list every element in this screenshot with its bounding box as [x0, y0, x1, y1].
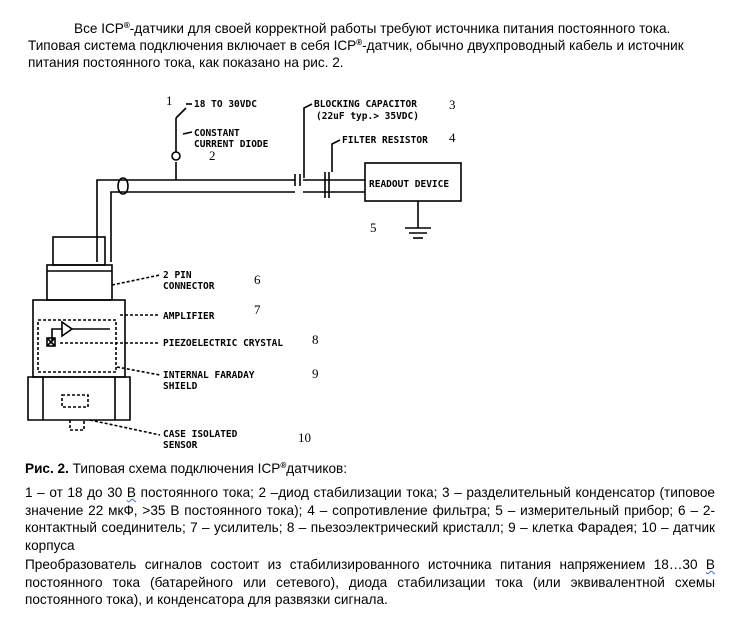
label-connector-1: 2 PIN [163, 270, 192, 281]
paragraph-text-2: постоянного тока (батарейного или сетево… [25, 574, 715, 608]
label-amplifier: AMPLIFIER [163, 311, 215, 322]
label-shield-2: SHIELD [163, 381, 198, 392]
diode-symbol [171, 151, 181, 161]
figure-caption: Рис. 2. Типовая схема подключения ICP®да… [25, 461, 347, 476]
label-readout: READOUT DEVICE [369, 179, 449, 190]
label-connector-2: CONNECTOR [163, 281, 215, 292]
label-capacitor-1: BLOCKING CAPACITOR [314, 99, 417, 110]
registered-mark: ® [280, 461, 287, 470]
caption-text: Типовая схема подключения ICP [68, 461, 281, 476]
intro-text-3: -датчик, обычно двухпроводный кабель и и… [28, 38, 684, 70]
intro-text-1: Все ICP [74, 21, 124, 36]
ref-number: 1 [166, 93, 173, 108]
legend-text-2: постоянного тока; 2 –диод стабилизации т… [25, 485, 715, 553]
ref-number: 8 [312, 332, 319, 347]
cable-outer [96, 179, 295, 262]
label-filter: FILTER RESISTOR [342, 135, 428, 146]
spellcheck-word: В [126, 485, 136, 500]
registered-mark: ® [123, 21, 130, 30]
intro-text-2: -датчики для своей корректной работы тре… [28, 21, 671, 53]
caption-tail: датчиков: [286, 461, 348, 476]
ref-number: 7 [254, 302, 261, 317]
label-case-1: CASE ISOLATED [163, 429, 238, 440]
paragraph-text-1: Преобразователь сигналов состоит из стаб… [25, 557, 706, 572]
label-supply: 18 TO 30VDC [194, 99, 257, 110]
label-case-2: SENSOR [163, 440, 198, 451]
registered-mark: ® [356, 38, 363, 47]
ref-number: 9 [312, 366, 319, 381]
ref-number: 10 [298, 430, 311, 445]
cable-ring [117, 177, 129, 195]
caption-label: Рис. 2. [25, 461, 69, 476]
readout-device-box [364, 162, 462, 202]
label-shield-1: INTERNAL FARADAY [163, 370, 255, 381]
ref-number: 4 [449, 130, 456, 145]
label-piezo: PIEZOELECTRIC CRYSTAL [163, 338, 283, 349]
figure-legend: 1 – от 18 до 30 В постоянного тока; 2 –д… [25, 484, 715, 554]
ref-number: 2 [209, 148, 216, 163]
label-diode-1: CONSTANT [194, 128, 240, 139]
spellcheck-word: В [705, 557, 715, 572]
cable-inner [110, 191, 295, 262]
ref-number: 6 [254, 272, 261, 287]
sensor-body [27, 236, 161, 436]
amplifier-symbol [61, 320, 74, 338]
body-paragraph: Преобразователь сигналов состоит из стаб… [25, 556, 715, 609]
label-capacitor-2: (22uF typ.> 35VDC) [316, 111, 419, 122]
legend-text-1: 1 – от 18 до 30 [25, 485, 127, 500]
intro-paragraph: Все ICP®-датчики для своей корректной ра… [28, 20, 718, 71]
sensor-base [27, 376, 131, 421]
ref-number: 3 [449, 97, 456, 112]
label-diode-2: CURRENT DIODE [194, 139, 269, 150]
ref-number: 5 [370, 220, 377, 235]
connection-diagram: 18 TO 30VDC CONSTANT CURRENT DIODE BLOCK… [27, 93, 462, 451]
piezo-crystal [46, 337, 56, 347]
